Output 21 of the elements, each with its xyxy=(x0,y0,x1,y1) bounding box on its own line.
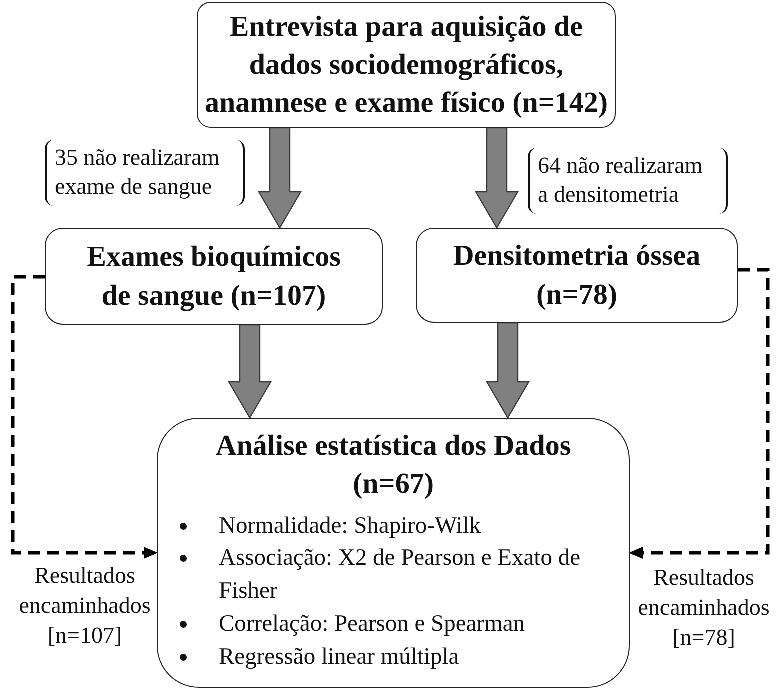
process-box xyxy=(157,418,630,688)
list-item: Regressão linear múltipla xyxy=(219,643,460,672)
block-arrow xyxy=(258,127,302,230)
box-heading: Densitometria óssea (n=78) xyxy=(452,239,702,312)
box-heading: Exames bioquímicos de sangue (n=107) xyxy=(86,240,342,314)
block-arrow xyxy=(486,322,530,420)
edge-label: Resultados encaminhados [n=78] xyxy=(637,564,771,652)
process-box xyxy=(45,228,383,325)
dashed-arrow xyxy=(629,268,770,559)
bracketed-note: 35 não realizaram exame de sangue xyxy=(45,140,245,206)
box-heading: Análise estatística dos Dados (n=67) xyxy=(214,429,572,502)
block-arrow xyxy=(474,127,520,230)
bracketed-note: 64 não realizaram a densitometria xyxy=(528,148,728,214)
dashed-arrow xyxy=(11,275,158,559)
edge-label: Resultados encaminhados [n=107] xyxy=(18,562,152,650)
list-item: Associação: X2 de Pearson e Exato de Fisher xyxy=(219,544,582,606)
block-arrow xyxy=(228,324,272,420)
box-heading: Entrevista para aquisição de dados sociodemográficos, anamnese e exame físico (n=142) xyxy=(204,10,610,122)
list-item: Normalidade: Shapiro-Wilk xyxy=(219,512,482,541)
list-item: Correlação: Pearson e Spearman xyxy=(219,610,526,640)
process-box xyxy=(416,228,738,323)
